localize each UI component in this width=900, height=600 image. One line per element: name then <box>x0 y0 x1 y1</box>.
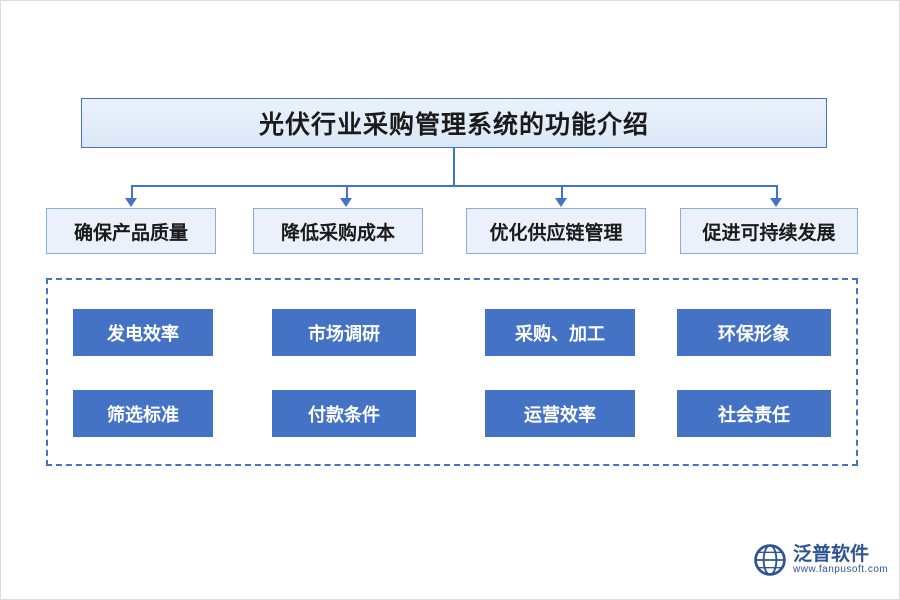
arrow-head-1 <box>125 198 137 207</box>
connector-drop-2 <box>346 185 348 199</box>
connector-drop-4 <box>776 185 778 199</box>
chip-5[interactable]: 筛选标准 <box>73 390 213 437</box>
logo-text-block: 泛普软件 www.fanpusoft.com <box>793 542 889 575</box>
chip-2[interactable]: 市场调研 <box>272 309 416 356</box>
connector-drop-1 <box>131 185 133 199</box>
arrow-head-3 <box>555 198 567 207</box>
chip-label-2: 市场调研 <box>308 323 380 345</box>
chip-label-4: 环保形象 <box>718 323 790 345</box>
chip-label-1: 发电效率 <box>107 323 179 345</box>
branch-label-1: 确保产品质量 <box>73 221 188 244</box>
connector-drop-3 <box>561 185 563 199</box>
diagram-title-box: 光伏行业采购管理系统的功能介绍 <box>81 98 827 148</box>
branch-box-3[interactable]: 优化供应链管理 <box>466 208 646 254</box>
chip-label-6: 付款条件 <box>308 404 380 426</box>
chip-3[interactable]: 采购、加工 <box>485 309 635 356</box>
chip-4[interactable]: 环保形象 <box>677 309 831 356</box>
chip-1[interactable]: 发电效率 <box>73 309 213 356</box>
connector-trunk-vertical <box>453 148 455 185</box>
chip-group-container <box>46 278 858 466</box>
chip-7[interactable]: 运营效率 <box>485 390 635 437</box>
logo-name-cn: 泛普软件 <box>793 542 870 565</box>
branch-label-4: 促进可持续发展 <box>702 221 836 244</box>
logo-name-en: www.fanpusoft.com <box>793 563 889 575</box>
chip-label-3: 采购、加工 <box>515 323 605 345</box>
arrow-head-2 <box>340 198 352 207</box>
chip-6[interactable]: 付款条件 <box>272 390 416 437</box>
branch-label-3: 优化供应链管理 <box>489 221 623 244</box>
chip-label-5: 筛选标准 <box>107 404 179 426</box>
company-logo: 泛普软件 www.fanpusoft.com <box>753 543 888 577</box>
branch-box-1[interactable]: 确保产品质量 <box>46 208 216 254</box>
branch-box-4[interactable]: 促进可持续发展 <box>680 208 858 254</box>
branch-label-2: 降低采购成本 <box>280 221 395 244</box>
diagram-title: 光伏行业采购管理系统的功能介绍 <box>258 110 649 139</box>
chip-label-8: 社会责任 <box>718 404 790 426</box>
branch-box-2[interactable]: 降低采购成本 <box>253 208 423 254</box>
chip-label-7: 运营效率 <box>524 404 596 426</box>
chip-8[interactable]: 社会责任 <box>677 390 831 437</box>
arrow-head-4 <box>770 198 782 207</box>
globe-logo-icon <box>754 544 786 576</box>
connector-horizontal-bar <box>131 185 777 187</box>
